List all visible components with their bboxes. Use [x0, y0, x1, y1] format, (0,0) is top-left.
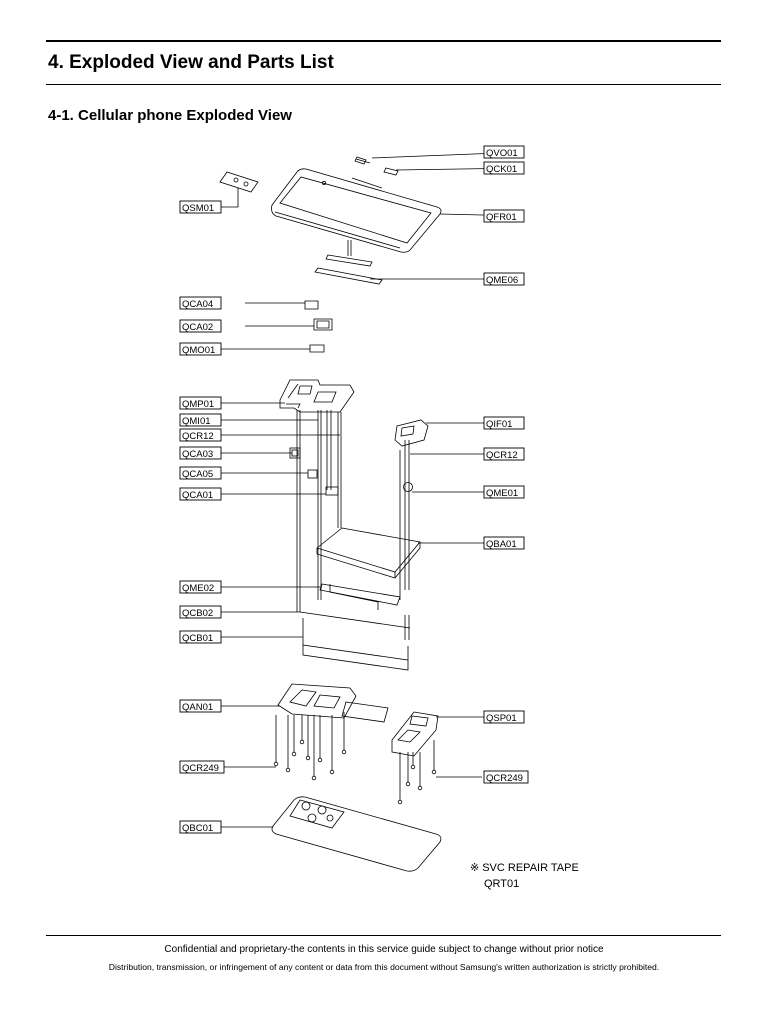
side-keys-part	[314, 240, 383, 285]
front-camera-part	[304, 300, 333, 353]
bracket-part	[299, 611, 411, 671]
label-qan01: QAN01	[182, 702, 213, 713]
label-qif01: QIF01	[486, 419, 512, 430]
sim-tray-part	[219, 171, 259, 193]
screws-left	[273, 712, 347, 781]
fpcb-cable-part	[319, 583, 401, 610]
label-qcb01: QCB01	[182, 633, 213, 644]
back-cover-part	[271, 796, 442, 872]
top-rule	[46, 40, 721, 42]
repair-tape-note: ※SVC REPAIR TAPE QRT01	[470, 860, 579, 892]
label-qck01: QCK01	[486, 164, 517, 175]
label-qca01: QCA01	[182, 490, 213, 501]
reference-mark-icon: ※	[470, 862, 480, 874]
label-qsp01: QSP01	[486, 713, 517, 724]
label-qsm01: QSM01	[182, 203, 214, 214]
screws-right	[397, 740, 437, 805]
repair-tape-code: QRT01	[484, 878, 520, 890]
label-qfr01: QFR01	[486, 212, 517, 223]
label-qme01: QME01	[486, 488, 518, 499]
footer-distribution: Distribution, transmission, or infringem…	[108, 962, 660, 972]
repair-tape-label: SVC REPAIR TAPE	[482, 862, 579, 874]
label-qmp01: QMP01	[182, 399, 214, 410]
assembly-guide-lines	[296, 410, 410, 640]
label-qme06: QME06	[486, 275, 518, 286]
label-qcr249-left: QCR249	[182, 763, 219, 774]
speaker-module-part	[391, 711, 439, 757]
footer-confidential: Confidential and proprietary-the content…	[164, 944, 604, 955]
title-rule	[46, 84, 721, 85]
battery-part	[316, 527, 421, 579]
sub-board-part	[394, 419, 429, 492]
label-leaders	[221, 151, 525, 828]
label-qmi01: QMI01	[182, 416, 211, 427]
label-qba01: QBA01	[486, 539, 517, 550]
label-qca03: QCA03	[182, 449, 213, 460]
label-qmo01: QMO01	[182, 345, 215, 356]
label-qcb02: QCB02	[182, 608, 213, 619]
label-qca02: QCA02	[182, 322, 213, 333]
footer-rule	[46, 935, 721, 936]
label-qcr12-left: QCR12	[182, 431, 214, 442]
section-title: 4-1. Cellular phone Exploded View	[48, 107, 292, 124]
front-cover-display	[271, 168, 442, 253]
label-qbc01: QBC01	[182, 823, 213, 834]
label-qcr12-right: QCR12	[486, 450, 518, 461]
label-qme02: QME02	[182, 583, 214, 594]
label-qvo01: QVO01	[486, 148, 518, 159]
label-qcr249-right: QCR249	[486, 773, 523, 784]
label-qca04: QCA04	[182, 299, 213, 310]
earpiece-parts	[351, 156, 399, 189]
rear-pcb-part	[277, 683, 389, 723]
label-qca05: QCA05	[182, 469, 213, 480]
main-pcb-part	[279, 379, 355, 496]
page-title: 4. Exploded View and Parts List	[48, 52, 334, 73]
